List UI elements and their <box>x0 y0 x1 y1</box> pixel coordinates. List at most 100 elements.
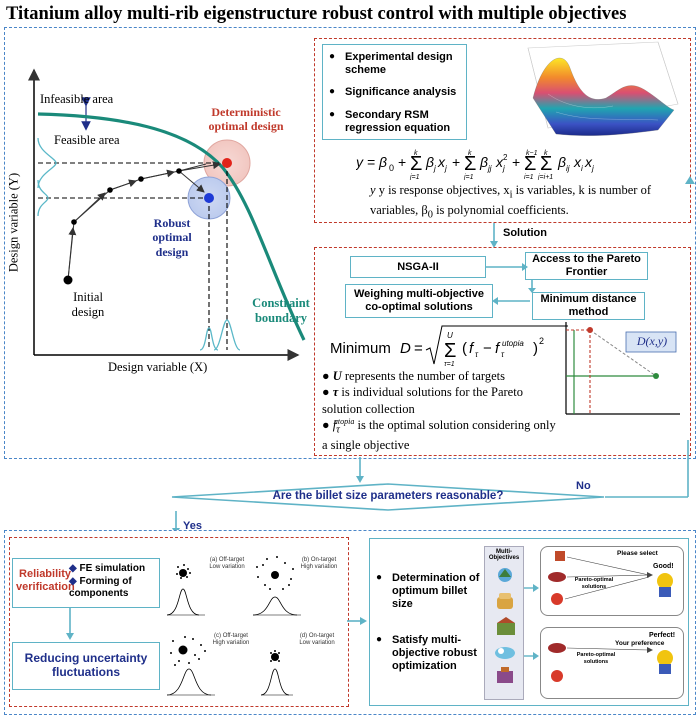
rsm-bullet-box: Experimental design scheme Significance … <box>322 44 467 140</box>
pareto-preference-panel: Pareto-optimal solutions Your preference… <box>540 627 684 699</box>
nsga-flow-arrows <box>486 263 536 305</box>
scatter-a-tag: (a) Off-target <box>209 557 245 563</box>
pareto-select-panel: Please select Good! Pareto-optimal solut… <box>540 546 684 616</box>
svg-text:f: f <box>495 340 501 357</box>
multi-objectives-label: Multi-Objectives <box>488 549 520 561</box>
svg-text:f: f <box>469 340 475 357</box>
svg-text:−: − <box>483 340 492 357</box>
svg-text:y = β: y = β <box>356 154 387 170</box>
scatter-d-sub: Low variation <box>299 640 335 647</box>
svg-text:i=1: i=1 <box>524 174 534 180</box>
your-preference-text: Your preference <box>615 640 665 647</box>
svg-text:j=i+1: j=i+1 <box>537 174 553 180</box>
svg-text:β: β <box>557 154 566 170</box>
svg-text:=: = <box>414 340 423 357</box>
rsm-description: y y is response objectives, xi is variab… <box>370 183 651 221</box>
pareto-label-1: Pareto-optimal solutions <box>574 577 614 590</box>
scatter-c-sub: High variation <box>212 640 250 647</box>
scatter-a <box>166 564 205 616</box>
svg-text:i: i <box>581 164 583 173</box>
svg-text:x: x <box>584 154 593 170</box>
rsm-item: Significance analysis <box>329 86 462 99</box>
svg-text:): ) <box>533 340 538 357</box>
nsga-ii-box: NSGA-II <box>350 256 486 278</box>
page-title: Titanium alloy multi-rib eigenstructure … <box>6 4 627 24</box>
svg-text:ij: ij <box>566 164 570 173</box>
svg-text:utopia: utopia <box>502 339 524 348</box>
svg-text:0: 0 <box>389 163 394 173</box>
svg-text:Σ: Σ <box>540 153 552 175</box>
robust-point <box>204 193 214 203</box>
svg-text:k: k <box>414 150 418 157</box>
multi-objectives-panel: Multi-Objectives <box>484 546 524 700</box>
to-results-arrow <box>347 617 367 625</box>
scatter-c <box>166 636 215 696</box>
svg-text:U: U <box>447 331 453 340</box>
pareto-label-2: Pareto-optimal solutions <box>576 652 616 665</box>
nsga-frame <box>314 247 691 456</box>
weighing-box: Weighing multi-objective co-optimal solu… <box>345 284 493 318</box>
svg-text:x: x <box>573 154 582 170</box>
perfect-text: Perfect! <box>649 632 676 639</box>
svg-text:2: 2 <box>539 336 544 346</box>
svg-text:k−1: k−1 <box>526 150 538 157</box>
infeasible-label: Infeasible area <box>40 92 114 106</box>
reducing-uncertainty-box: Reducing uncertainty fluctuations <box>12 642 160 690</box>
results-item: Determination of optimum billet size <box>376 572 484 612</box>
top-section-frame <box>4 27 696 459</box>
svg-text:j: j <box>444 164 447 173</box>
initial-design-point <box>63 275 73 285</box>
svg-text:k: k <box>468 150 472 157</box>
rsm-item: Secondary RSM regression equation <box>329 109 462 135</box>
svg-text:τ: τ <box>501 350 505 359</box>
y-distribution-robust <box>37 179 49 217</box>
decision-connectors <box>172 440 689 530</box>
dxy-label: D(x,y) <box>636 334 668 348</box>
svg-text:+: + <box>512 154 520 170</box>
svg-text:j: j <box>591 164 594 173</box>
reliability-item: Forming of components <box>69 575 132 600</box>
pareto-distance-chart: D(x,y) <box>556 320 684 420</box>
good-text: Good! <box>653 563 674 570</box>
svg-text:j: j <box>502 164 505 173</box>
svg-text:β: β <box>425 154 434 170</box>
svg-text:+: + <box>398 154 406 170</box>
svg-text:Σ: Σ <box>464 153 476 175</box>
results-item: Satisfy multi-objective robust optimizat… <box>376 634 484 674</box>
solution-label: Solution <box>503 227 547 239</box>
svg-text:j=1: j=1 <box>409 174 420 180</box>
no-label: No <box>576 480 591 492</box>
y-distribution-deterministic <box>37 137 57 189</box>
feasible-label: Feasible area <box>54 133 120 147</box>
multi-arrows <box>524 584 539 660</box>
constraint-boundary-curve <box>37 112 306 341</box>
scatter-b-sub: High variation <box>300 564 338 571</box>
results-bullets: Determination of optimum billet size Sat… <box>376 572 484 682</box>
svg-text:Minimum: Minimum <box>330 340 391 357</box>
min-distance-box: Minimum distance method <box>532 292 645 320</box>
scatter-d-tag: (d) On-target <box>299 633 335 639</box>
svg-text:x: x <box>437 154 446 170</box>
x-distribution-deterministic <box>213 319 241 351</box>
scatter-b <box>252 556 301 616</box>
svg-text:D: D <box>400 340 411 357</box>
svg-text:x: x <box>495 154 504 170</box>
svg-text:j=1: j=1 <box>463 174 474 180</box>
svg-text:+: + <box>452 154 460 170</box>
rsm-frame <box>314 38 691 223</box>
svg-text:(: ( <box>462 340 467 357</box>
yes-label: Yes <box>183 520 202 532</box>
svg-text:k: k <box>544 150 548 157</box>
results-frame <box>369 538 689 706</box>
reliability-item: FE simulation <box>79 563 146 574</box>
svg-text:2: 2 <box>503 153 508 162</box>
rsm-item: Experimental design scheme <box>329 51 462 77</box>
svg-text:τ=1: τ=1 <box>444 361 455 368</box>
svg-text:j: j <box>433 164 436 173</box>
please-select-text: Please select <box>617 550 658 557</box>
scatter-c-tag: (c) Off-target <box>214 633 248 639</box>
